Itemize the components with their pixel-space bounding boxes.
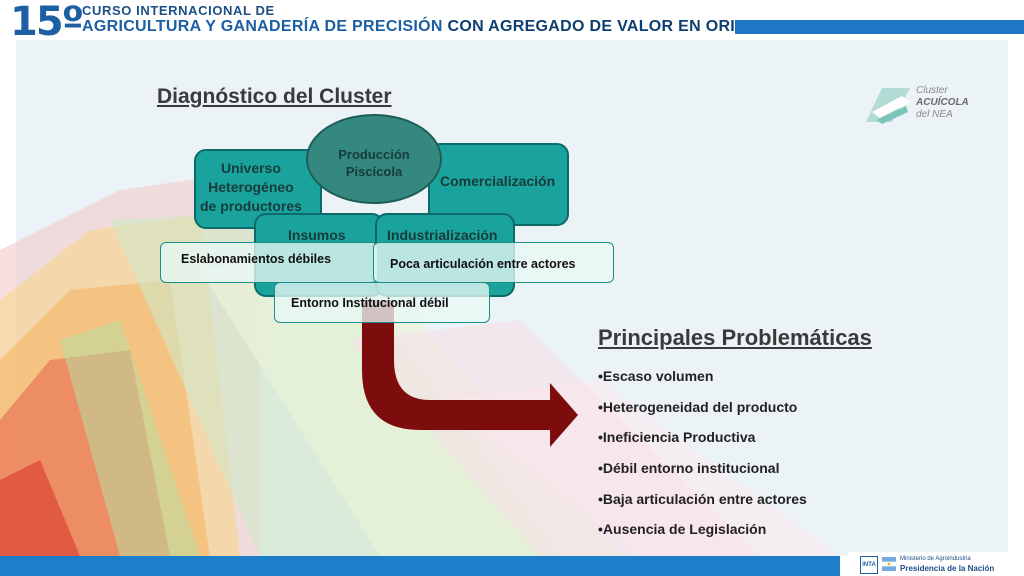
logo-text-acuicola: ACUÍCOLA — [916, 97, 969, 108]
presidency-name: Presidencia de la Nación — [900, 564, 995, 573]
box-poca-articulacion-label: Poca articulación entre actores — [390, 257, 576, 271]
problems-title: Principales Problemáticas — [598, 325, 872, 350]
ministry-name: Ministerio de Agroindustria — [900, 556, 971, 562]
box-eslabonamientos: Eslabonamientos débiles — [160, 242, 378, 283]
box-eslabonamientos-label: Eslabonamientos débiles — [181, 252, 332, 266]
logo-text-nea: del NEA — [916, 109, 953, 120]
box-comercializacion: Comercialización — [428, 143, 569, 226]
problems-list: •Escaso volumen •Heterogeneidad del prod… — [598, 366, 807, 550]
course-number: 15º — [10, 0, 84, 45]
box-poca-articulacion: Poca articulación entre actores — [373, 242, 614, 283]
arrow-icon — [362, 300, 578, 447]
argentina-flag-icon — [882, 557, 896, 571]
ellipse-produccion: Producción Piscícola — [306, 114, 442, 204]
diagram-title: Diagnóstico del Cluster — [157, 85, 392, 108]
box-industrializacion-label: Industrialización — [387, 227, 498, 243]
ellipse-produccion-label: Producción Piscícola — [338, 147, 410, 179]
course-title-line2: AGRICULTURA Y GANADERÍA DE PRECISIÓN CON… — [82, 18, 771, 36]
course-title-part2: CON AGREGADO DE VALOR EN ORIGEN — [447, 18, 771, 35]
course-title-part1: AGRICULTURA Y GANADERÍA DE PRECISIÓN — [82, 18, 443, 35]
list-item: •Baja articulación entre actores — [598, 490, 807, 507]
box-entorno: Entorno Institucional débil — [274, 282, 490, 323]
inta-logo: INTA — [860, 556, 878, 574]
course-title-line1: CURSO INTERNACIONAL DE — [82, 3, 275, 18]
footer-bar — [0, 556, 840, 576]
cluster-logo-icon — [866, 88, 910, 124]
header: 15º CURSO INTERNACIONAL DE AGRICULTURA Y… — [0, 0, 1024, 44]
list-item: •Escaso volumen — [598, 368, 714, 384]
list-item: •Ausencia de Legislación — [598, 521, 767, 538]
list-item: •Ineficiencia Productiva — [598, 429, 756, 446]
header-stripe — [735, 20, 1024, 34]
box-entorno-label: Entorno Institucional débil — [291, 296, 449, 310]
list-item: •Heterogeneidad del producto — [598, 398, 798, 415]
logo-text-cluster: Cluster — [916, 85, 948, 96]
box-comercializacion-label: Comercialización — [440, 173, 556, 189]
box-insumos-label: Insumos — [288, 227, 346, 243]
list-item: •Débil entorno institucional — [598, 460, 780, 477]
box-universo-label: Universo Heterogéneo de productores — [200, 160, 302, 214]
